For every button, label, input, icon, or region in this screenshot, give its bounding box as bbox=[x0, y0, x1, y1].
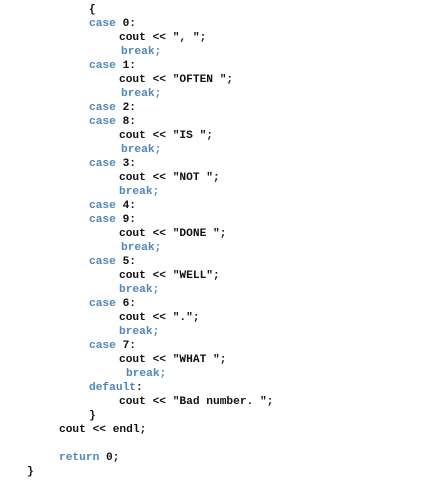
case-8-label: case 8: bbox=[89, 116, 137, 128]
case-0-break: break; bbox=[121, 46, 162, 58]
return-statement: return 0; bbox=[59, 452, 120, 464]
default-label: default: bbox=[89, 382, 143, 394]
case-4-label: case 4: bbox=[89, 200, 137, 212]
case-6-statement: cout << "."; bbox=[119, 312, 200, 324]
endl-statement: cout << endl; bbox=[59, 424, 147, 436]
case-6-label: case 6: bbox=[89, 298, 137, 310]
main-close-brace: } bbox=[27, 466, 34, 478]
case-1-statement: cout << "OFTEN "; bbox=[119, 74, 234, 86]
case-3-break: break; bbox=[119, 186, 160, 198]
case-9-break: break; bbox=[121, 242, 162, 254]
case-0-statement: cout << ", "; bbox=[119, 32, 207, 44]
case-3-label: case 3: bbox=[89, 158, 137, 170]
switch-close-brace: } bbox=[89, 410, 96, 422]
switch-open-brace: { bbox=[89, 4, 96, 16]
case-7-break: break; bbox=[126, 368, 167, 380]
case-5-break: break; bbox=[119, 284, 160, 296]
case-7-statement: cout << "WHAT "; bbox=[119, 354, 227, 366]
case-8-break: break; bbox=[121, 144, 162, 156]
case-1-break: break; bbox=[121, 88, 162, 100]
case-1-label: case 1: bbox=[89, 60, 137, 72]
case-6-break: break; bbox=[119, 326, 160, 338]
code-listing: { case 0: cout << ", "; break; case 1: c… bbox=[0, 3, 434, 483]
case-2-label: case 2: bbox=[89, 102, 137, 114]
case-5-label: case 5: bbox=[89, 256, 137, 268]
case-5-statement: cout << "WELL"; bbox=[119, 270, 220, 282]
case-9-label: case 9: bbox=[89, 214, 137, 226]
case-3-statement: cout << "NOT "; bbox=[119, 172, 220, 184]
case-0-label: case 0: bbox=[89, 18, 137, 30]
default-statement: cout << "Bad number. "; bbox=[119, 396, 274, 408]
case-9-statement: cout << "DONE "; bbox=[119, 228, 227, 240]
case-7-label: case 7: bbox=[89, 340, 137, 352]
case-8-statement: cout << "IS "; bbox=[119, 130, 213, 142]
